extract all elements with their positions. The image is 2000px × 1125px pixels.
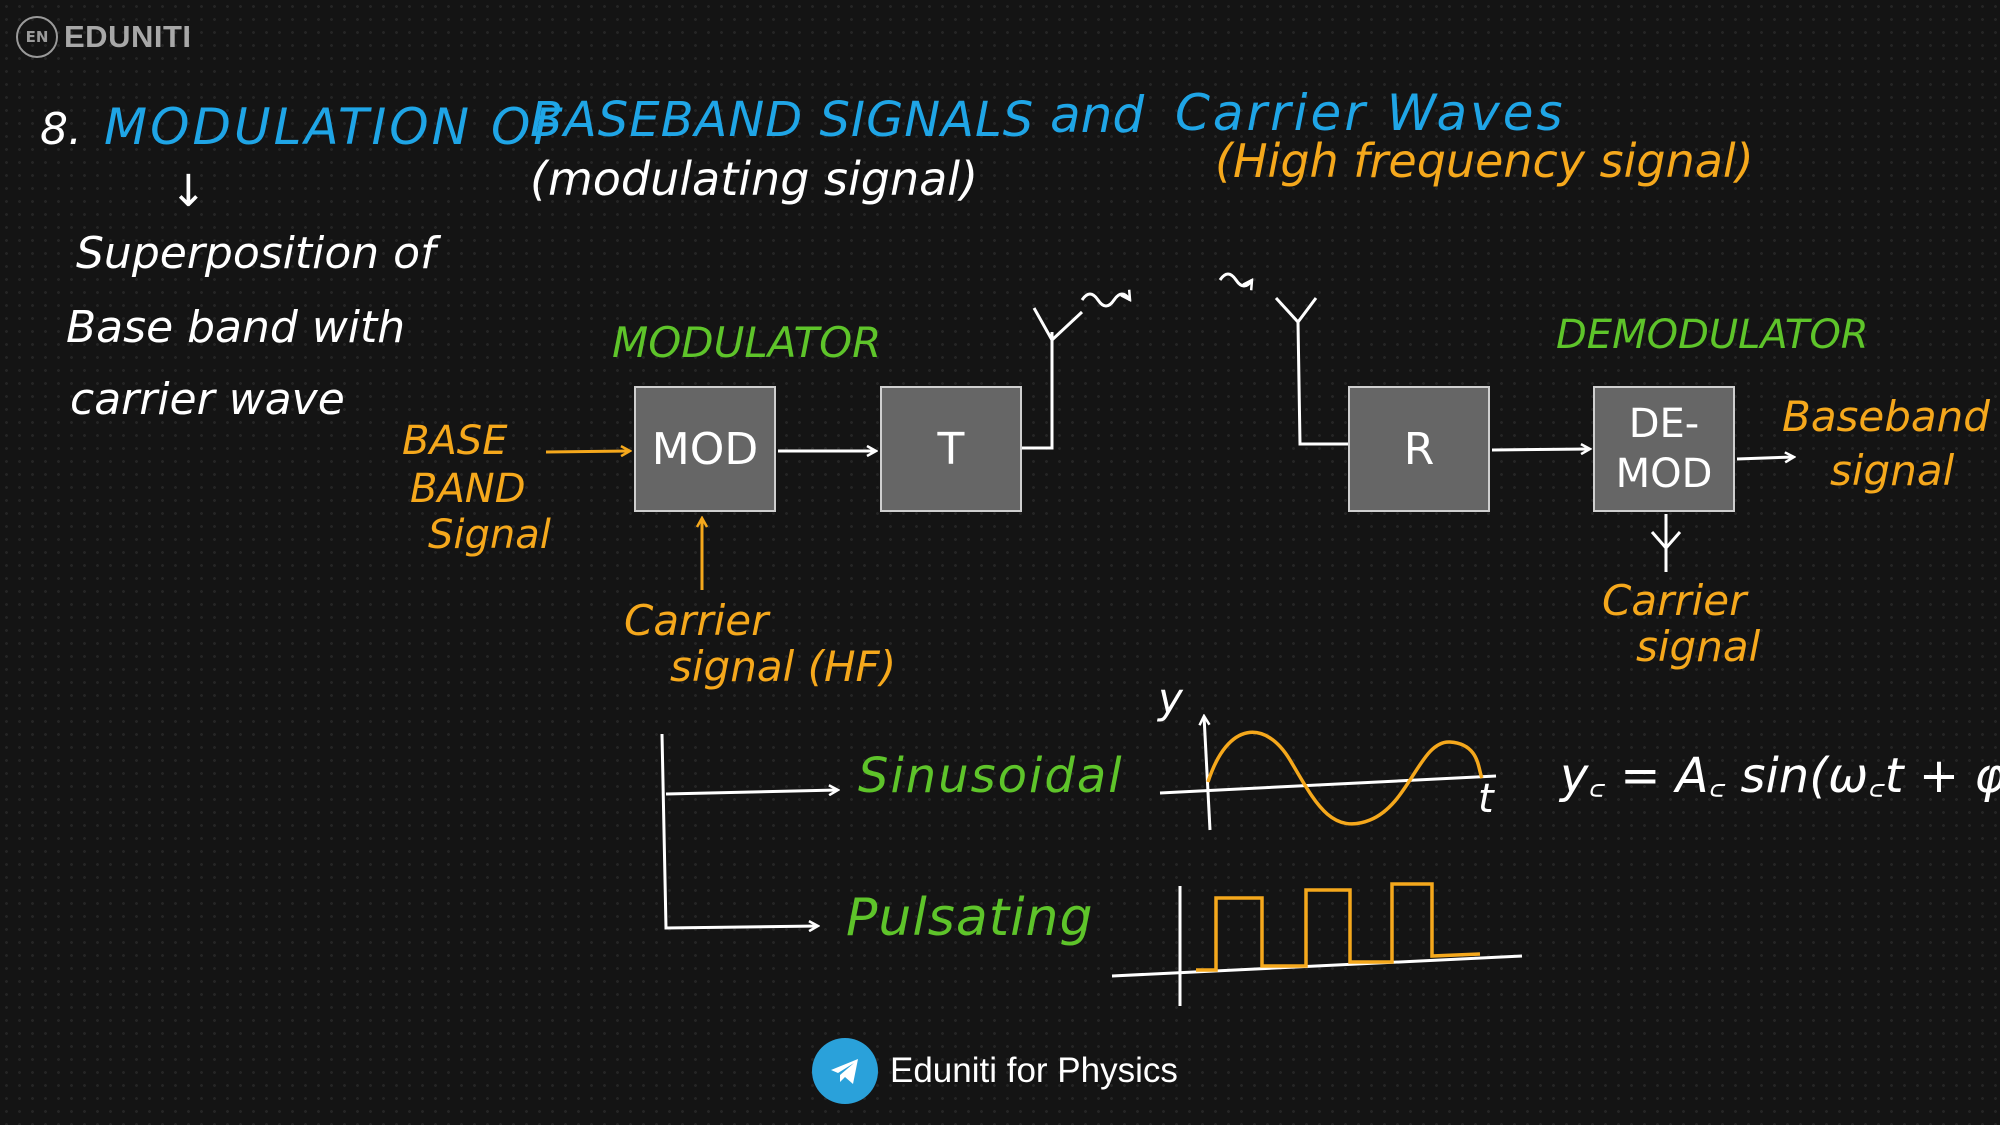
baseband-input-line3: Signal [428, 512, 551, 558]
pulsating-wave [1196, 882, 1481, 972]
mod-block: MOD [634, 386, 776, 512]
transmitter-block-label: T [937, 423, 965, 475]
definition-line3: carrier wave [70, 374, 345, 425]
demod-block-label-line1: DE- [1628, 401, 1700, 447]
title-part4: Carrier Waves [1175, 84, 1566, 142]
mod-block-label: MOD [651, 423, 759, 475]
transmitter-antenna [1022, 332, 1054, 450]
receiver-block-label: R [1403, 423, 1435, 475]
baseband-input-line1: BASE [402, 418, 508, 464]
carrier-input-line2: signal (HF) [670, 642, 897, 691]
transmitter-antenna-head [1032, 307, 1084, 343]
note-high-frequency-signal: (High frequency signal) [1215, 134, 1754, 188]
title-part3: and [1050, 86, 1145, 144]
telegram-channel-footer[interactable]: Eduniti for Physics [812, 1038, 1178, 1104]
demod-block-label-line2: MOD [1615, 451, 1713, 497]
definition-line2: Base band with [66, 302, 406, 353]
axis-y-label: y [1158, 674, 1183, 723]
pulsating-label: Pulsating [846, 888, 1094, 948]
definition-line1: Superposition of [76, 228, 436, 279]
title-part1: MODULATION OF [104, 98, 566, 156]
receiver-block: R [1348, 386, 1490, 512]
transmitter-block: T [880, 386, 1022, 512]
carrier-equation: y꜀ = A꜀ sin(ω꜀t + φ꜀) [1560, 748, 2000, 804]
axis-t-label: t [1478, 776, 1494, 822]
sinusoidal-branch-arrow [665, 790, 838, 794]
pulsating-t-axis [1111, 954, 1523, 978]
carrier-input-line1: Carrier [624, 596, 769, 645]
demod-block: DE- MOD [1593, 386, 1735, 512]
transmitted-wave [1080, 294, 1130, 308]
demodulator-label: DEMODULATOR [1556, 312, 1869, 358]
sinusoidal-label: Sinusoidal [858, 748, 1124, 804]
baseband-output-line2: signal [1830, 446, 1955, 495]
receiver-antenna [1296, 321, 1348, 446]
carrier-output-line1: Carrier [1602, 576, 1747, 625]
definition-arrow: ↓ [170, 166, 207, 217]
sinusoidal-y-axis [1204, 716, 1212, 831]
baseband-input-arrow [545, 451, 630, 452]
sinusoidal-wave [1206, 730, 1484, 826]
received-wave [1218, 272, 1252, 286]
baseband-output-line1: Baseband [1782, 392, 1990, 441]
title-part2: BASEBAND SIGNALS [530, 92, 1035, 148]
receiver-antenna-head [1274, 296, 1318, 325]
eduniti-logo-mark: EN [16, 16, 58, 58]
demod-output-arrow [1736, 457, 1794, 459]
modulator-label: MODULATOR [612, 318, 882, 367]
telegram-channel-name: Eduniti for Physics [890, 1051, 1178, 1090]
title-number: 8. [40, 104, 82, 155]
sinusoidal-t-axis [1159, 774, 1497, 795]
note-modulating-signal: (modulating signal) [530, 152, 979, 206]
receiver-to-demod-arrow [1491, 449, 1590, 450]
carrier-type-bracket [660, 733, 818, 928]
telegram-icon [812, 1038, 878, 1104]
carrier-output-line2: signal [1636, 622, 1761, 671]
eduniti-logo-text: EDUNITI [64, 19, 192, 54]
baseband-input-line2: BAND [410, 466, 526, 512]
eduniti-logo: EN EDUNITI [16, 16, 192, 58]
